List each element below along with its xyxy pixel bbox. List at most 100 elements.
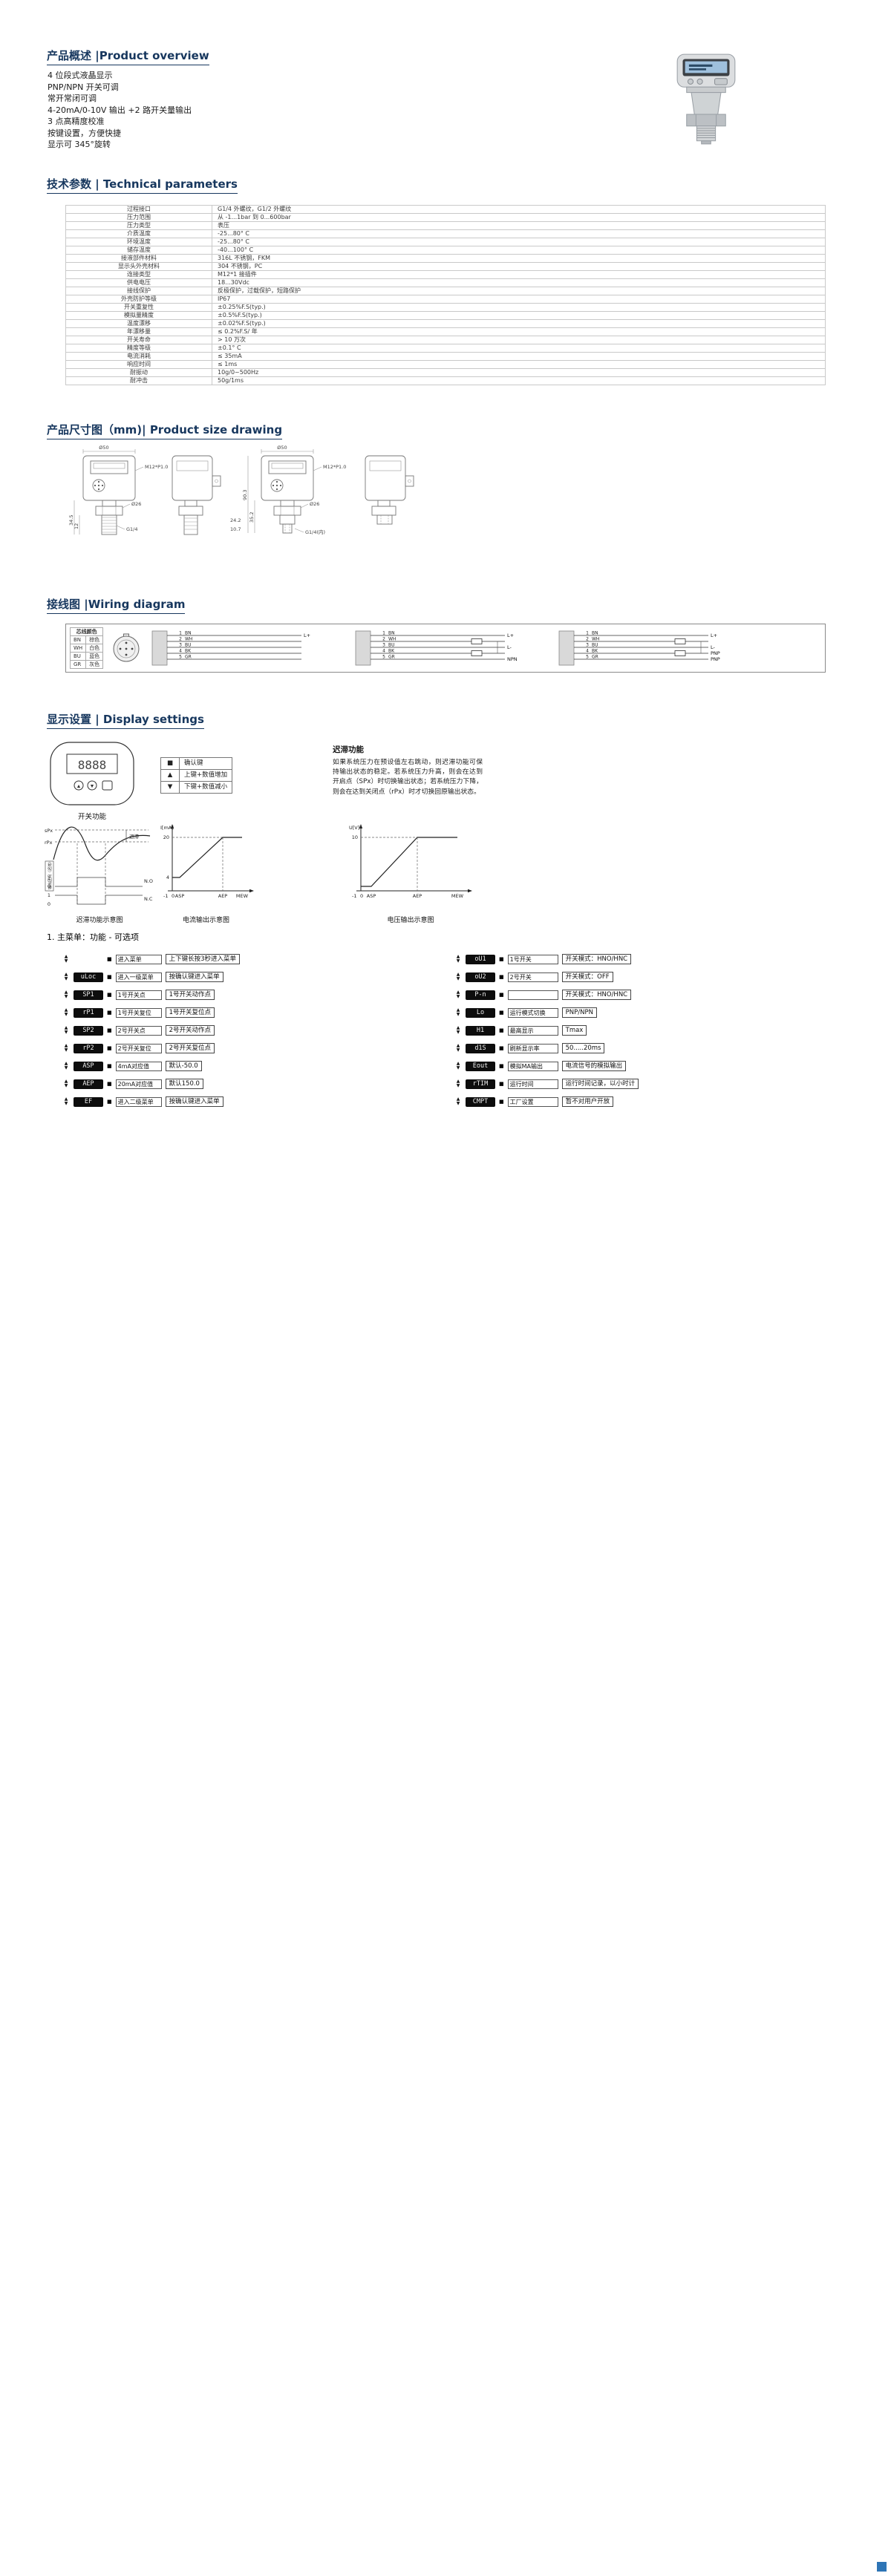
- side-view-flush-port: [365, 455, 414, 525]
- confirm-square-icon: ■: [107, 974, 112, 980]
- dim-label-352: 35.2: [249, 512, 255, 523]
- menu-display-box: H1: [466, 1025, 495, 1036]
- svg-text:GR: GR: [388, 655, 395, 660]
- tech-row: 开关寿命> 10 万次: [65, 336, 826, 344]
- confirm-button-icon: [102, 780, 113, 791]
- tech-param-value: ±0.02%F.S(typ.): [212, 319, 826, 328]
- svg-text:GR: GR: [185, 655, 192, 660]
- confirm-square-icon: ■: [107, 992, 112, 998]
- tech-param-value: ≤ 35mA: [212, 352, 826, 361]
- menu-row: ▲▼oU2■2号开关开关模式：OFF: [454, 968, 639, 986]
- feature-item: 按键设置，方便快捷: [48, 128, 121, 138]
- product-button-icon: [696, 78, 703, 85]
- tech-param-value: ±0.1° C: [212, 344, 826, 353]
- tech-param-name: 耐振动: [65, 368, 212, 377]
- menu-item-description: Tmax: [561, 1025, 587, 1036]
- svg-text:0: 0: [48, 883, 50, 889]
- menu-item-description: 按确认键进入菜单: [165, 1096, 223, 1107]
- updown-arrows-icon: ▲▼: [456, 1042, 460, 1053]
- dim-label-g14: G1/4: [126, 526, 138, 532]
- key-row: ▲上键+数值增加: [160, 769, 233, 782]
- dim-label-g14n: G1/4(内): [305, 529, 325, 535]
- menu-item-description: 2号开关复位点: [165, 1043, 215, 1053]
- tech-param-name: 响应时间: [65, 360, 212, 369]
- down-button-icon: [87, 780, 97, 791]
- updown-arrows-icon: ▲▼: [456, 953, 460, 964]
- spx-label: sPx: [45, 828, 53, 834]
- updown-arrows-icon: ▲▼: [64, 953, 68, 964]
- confirm-square-icon: ■: [499, 1010, 504, 1016]
- svg-text:L-: L-: [507, 644, 512, 650]
- menu-item-label: 最高显示: [507, 1025, 558, 1036]
- hysteresis-text: 如果系统压力在预设值左右跳动，则迟滞功能可保持输出状态的稳定。若系统压力升高，则…: [333, 759, 483, 796]
- tech-param-value: 304 不锈钢，PC: [212, 262, 826, 271]
- tech-param-name: 连接类型: [65, 270, 212, 279]
- band-label: 输出区间（迟滞）: [48, 860, 53, 889]
- dim-label-12: 12: [74, 523, 79, 529]
- side-view-male-thread: [172, 455, 221, 535]
- tech-param-name: 介质温度: [65, 229, 212, 238]
- svg-text:L+: L+: [507, 632, 514, 638]
- keys-table-body: ■确认键▲上键+数值增加▼下键+数值减小: [160, 757, 233, 794]
- menu-display-box: Eout: [466, 1061, 495, 1071]
- front-view-male-thread: Ø50 M12*P1.0 Ø26 G1/4 34.5 12: [68, 445, 168, 535]
- svg-text:5: 5: [382, 655, 385, 660]
- section-heading-display-settings: 显示设置 | Display settings: [47, 711, 204, 729]
- tech-param-name: 耐冲击: [65, 376, 212, 385]
- tech-row: 环境温度-25...80° C: [65, 238, 826, 246]
- main-menu-title: 1. 主菜单：功能 - 可选项: [47, 932, 139, 942]
- tech-param-name: 环境温度: [65, 238, 212, 246]
- key-row: ■确认键: [160, 757, 233, 770]
- confirm-square-icon: ■: [107, 1099, 112, 1105]
- m12-connector-icon: [113, 633, 140, 662]
- feature-item: 显示可 345°旋转: [48, 140, 111, 149]
- wire-code: WH: [69, 644, 87, 653]
- menu-row: ▲▼CMPT■工厂设置暂不对用户开放: [454, 1093, 639, 1111]
- product-button-icon: [714, 78, 728, 85]
- tech-param-name: 接液部件材料: [65, 254, 212, 263]
- front-view-flush-port: Ø50 M12*P1.0 Ø26 G1/4(内) 90.3 35.2 24.2: [230, 445, 346, 535]
- voltage-ylabel: U[V]: [349, 825, 359, 831]
- menu-item-description: 运行时间记录，以小时计: [561, 1079, 639, 1089]
- tech-param-name: 开关寿命: [65, 336, 212, 344]
- feature-item: 4-20mA/0-10V 输出 +2 路开关量输出: [48, 105, 192, 115]
- svg-text:▲: ▲: [77, 785, 81, 789]
- svg-text:ASP: ASP: [175, 893, 185, 899]
- wire-color-name: 灰色: [85, 660, 104, 669]
- updown-arrows-icon: ▲▼: [456, 989, 460, 999]
- tech-row: 响应时间≤ 1ms: [65, 360, 826, 369]
- tech-param-name: 压力类型: [65, 221, 212, 230]
- svg-text:L+: L+: [304, 632, 310, 638]
- menu-item-label: 4mA对应值: [115, 1061, 162, 1071]
- updown-arrows-icon: ▲▼: [64, 1096, 68, 1106]
- svg-text:WH: WH: [388, 637, 396, 642]
- menu-item-label: 运行模式切换: [507, 1007, 558, 1018]
- key-label: 确认键: [178, 757, 233, 770]
- menu-item-label: 1号开关复位: [115, 1007, 162, 1018]
- updown-arrows-icon: ▲▼: [64, 1007, 68, 1017]
- menu-item-label: 20mA对应值: [115, 1079, 162, 1089]
- svg-text:20: 20: [163, 834, 169, 840]
- menu-row: ▲▼ASP■4mA对应值默认-50.0: [62, 1057, 240, 1075]
- voltage-graph-caption: 电压输出示意图: [387, 917, 434, 924]
- tech-row: 电流消耗≤ 35mA: [65, 352, 826, 361]
- hex-nut: [686, 114, 726, 127]
- tech-param-name: 显示头外壳材料: [65, 262, 212, 271]
- key-row: ▼下键+数值减小: [160, 781, 233, 794]
- svg-text:ASP: ASP: [367, 893, 376, 899]
- product-button-icon: [687, 78, 694, 85]
- current-graph-caption: 电流输出示意图: [182, 917, 229, 924]
- key-symbol: ■: [160, 757, 180, 770]
- svg-text:PNP: PNP: [711, 650, 720, 656]
- menu-display-box: oU1: [466, 954, 495, 964]
- dim-label-d50: Ø50: [277, 445, 287, 451]
- svg-text:4: 4: [166, 875, 169, 880]
- confirm-square-icon: ■: [499, 1081, 504, 1087]
- svg-text:2: 2: [586, 637, 589, 642]
